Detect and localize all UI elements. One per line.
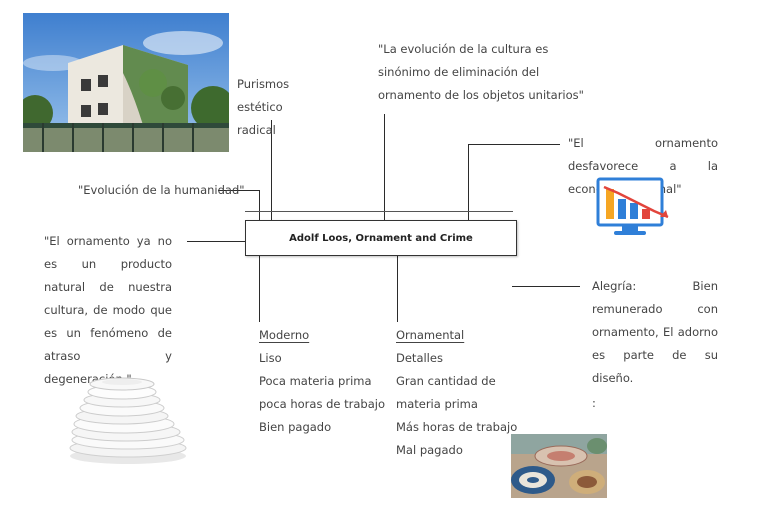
node-quote-producto: "El ornamento ya no es un producto natur… bbox=[44, 234, 172, 386]
connector-cultura bbox=[384, 114, 385, 221]
node-quote-cultura: "La evolución de la cultura es sinónimo … bbox=[378, 42, 584, 102]
node-purismos: Purismos estético radical bbox=[237, 73, 289, 142]
connector-purismos bbox=[271, 120, 272, 221]
purismos-line-2: estético bbox=[237, 100, 283, 114]
ornamental-item: Gran cantidad de materia prima bbox=[396, 374, 496, 411]
connector-ornamental bbox=[397, 256, 398, 322]
moderno-heading: Moderno bbox=[259, 328, 310, 342]
node-quote-humanidad: "Evolución de la humanidad" bbox=[78, 183, 245, 197]
moderno-item: Poca materia prima bbox=[259, 374, 372, 388]
moderno-item: Liso bbox=[259, 351, 282, 365]
connector-humanidad-horizontal bbox=[218, 190, 260, 191]
connector-humanidad-vertical bbox=[259, 190, 260, 221]
central-underline bbox=[245, 211, 513, 212]
plate-stack-photo bbox=[69, 377, 187, 464]
ornamental-item: Más horas de trabajo bbox=[396, 420, 518, 434]
connector-producto bbox=[187, 241, 245, 242]
moderno-item: poca horas de trabajo bbox=[259, 397, 386, 411]
bar-chart-decline-icon bbox=[596, 177, 669, 235]
moderno-item: Bien pagado bbox=[259, 420, 332, 434]
ornamental-item: Detalles bbox=[396, 351, 443, 365]
building-photo bbox=[23, 13, 229, 152]
node-ornamental: Ornamental Detalles Gran cantidad de mat… bbox=[396, 324, 526, 462]
node-colon: : bbox=[592, 396, 596, 410]
purismos-line-3: radical bbox=[237, 123, 276, 137]
ornamental-heading: Ornamental bbox=[396, 328, 465, 342]
node-alegria: Alegría: Bien remunerado con ornamento, … bbox=[592, 279, 718, 385]
purismos-line-1: Purismos bbox=[237, 77, 290, 91]
central-topic[interactable]: Adolf Loos, Ornament and Crime bbox=[245, 220, 517, 256]
connector-economia-horizontal bbox=[468, 144, 560, 145]
connector-moderno bbox=[259, 256, 260, 322]
connector-economia-vertical bbox=[468, 144, 469, 221]
ornamental-item: Mal pagado bbox=[396, 443, 463, 457]
ceramic-plates-photo bbox=[511, 434, 607, 498]
node-moderno: Moderno Liso Poca materia prima poca hor… bbox=[259, 324, 385, 439]
central-topic-label: Adolf Loos, Ornament and Crime bbox=[289, 232, 473, 244]
connector-alegria bbox=[512, 286, 580, 287]
